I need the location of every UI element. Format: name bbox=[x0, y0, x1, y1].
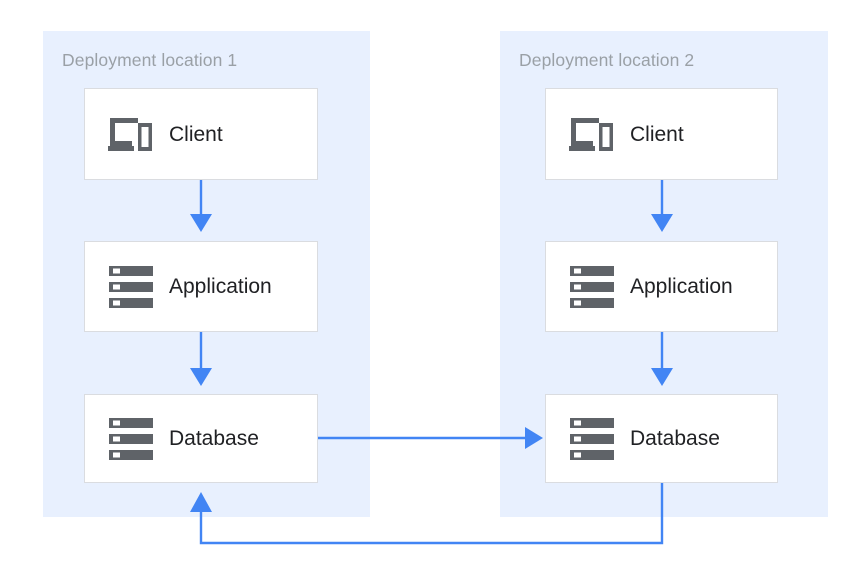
node-application-2[interactable]: Application bbox=[545, 241, 778, 332]
server-stack-icon bbox=[566, 261, 618, 313]
node-label-application-2: Application bbox=[630, 275, 733, 298]
node-database-1[interactable]: Database bbox=[84, 394, 318, 483]
node-label-client-1: Client bbox=[169, 122, 223, 146]
client-devices-icon bbox=[105, 108, 157, 160]
server-stack-icon bbox=[105, 413, 157, 465]
zone-2-label: Deployment location 2 bbox=[519, 50, 695, 70]
node-label-database-1: Database bbox=[169, 427, 259, 450]
node-client-1[interactable]: Client bbox=[84, 88, 318, 180]
node-client-2[interactable]: Client bbox=[545, 88, 778, 180]
server-stack-icon bbox=[105, 261, 157, 313]
node-label-client-2: Client bbox=[630, 122, 684, 146]
zone-1-label: Deployment location 1 bbox=[62, 50, 238, 70]
client-devices-icon bbox=[566, 108, 618, 160]
node-label-application-1: Application bbox=[169, 275, 272, 298]
server-stack-icon bbox=[566, 413, 618, 465]
node-application-1[interactable]: Application bbox=[84, 241, 318, 332]
node-label-database-2: Database bbox=[630, 427, 720, 450]
node-database-2[interactable]: Database bbox=[545, 394, 778, 483]
